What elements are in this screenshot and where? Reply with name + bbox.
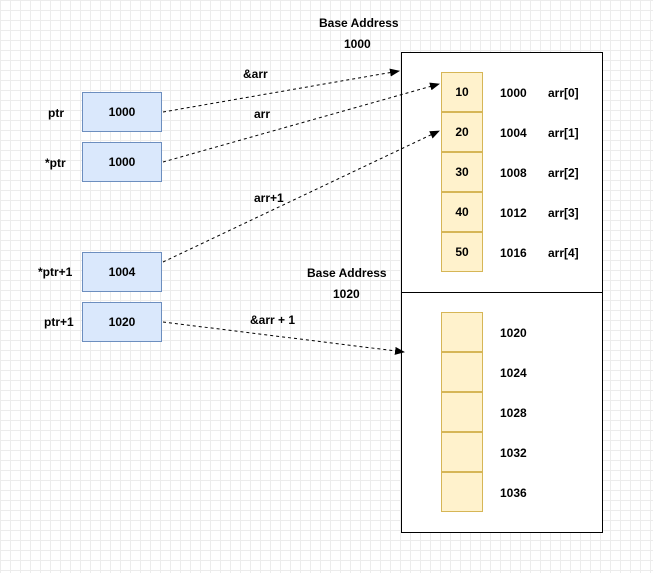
cell-index-name: arr[3]: [548, 206, 579, 220]
cell-address: 1020: [500, 326, 527, 340]
arrow-label-arr: arr: [254, 107, 271, 121]
cell-index-name: arr[2]: [548, 166, 579, 180]
pointer-value: 1000: [108, 155, 136, 169]
cell-address: 1028: [500, 406, 527, 420]
cell-address: 1032: [500, 446, 527, 460]
memory-block-2: [401, 292, 603, 533]
pointer-name-ptr: ptr: [48, 106, 64, 120]
base-address-2-label: Base Address: [307, 266, 387, 280]
cell-address: 1012: [500, 206, 527, 220]
pointer-value: 1020: [108, 315, 136, 329]
cell-value: 20: [455, 125, 469, 139]
cell-address: 1000: [500, 86, 527, 100]
arrow-addr-arr-plus-1: [162, 321, 405, 355]
array-cell: [441, 472, 483, 512]
cell-value: 40: [455, 205, 469, 219]
base-address-1-value: 1000: [344, 37, 371, 51]
pointer-value: 1004: [108, 265, 136, 279]
arrow-addr-arr: [162, 68, 400, 113]
cell-value: 30: [455, 165, 469, 179]
array-cell: 30: [441, 152, 483, 192]
array-cell: 40: [441, 192, 483, 232]
array-cell: [441, 312, 483, 352]
pointer-box-ptr: 1000: [82, 92, 162, 132]
pointer-name-deref-ptr-plus-1: *ptr+1: [38, 265, 73, 279]
pointer-value: 1000: [108, 105, 136, 119]
arrow-arr-plus-1: [162, 130, 440, 263]
base-address-2-value: 1020: [333, 287, 360, 301]
cell-value: 50: [455, 245, 469, 259]
memory-block-1: [401, 52, 603, 293]
arrow-label-arr-plus-1: arr+1: [254, 191, 284, 205]
pointer-name-ptr-plus-1: ptr+1: [44, 315, 74, 329]
array-cell: [441, 432, 483, 472]
cell-value: 10: [455, 85, 469, 99]
arrow-label-addr-arr-plus-1: &arr + 1: [250, 313, 296, 327]
array-cell: [441, 352, 483, 392]
pointer-box-ptr-plus-1: 1020: [82, 302, 162, 342]
array-cell: 10: [441, 72, 483, 112]
pointer-box-deref-ptr: 1000: [82, 142, 162, 182]
pointer-name-deref-ptr: *ptr: [45, 156, 66, 170]
arrow-label-addr-arr: &arr: [243, 67, 268, 81]
cell-index-name: arr[4]: [548, 246, 579, 260]
cell-index-name: arr[0]: [548, 86, 579, 100]
base-address-1-label: Base Address: [319, 16, 399, 30]
array-cell: [441, 392, 483, 432]
cell-address: 1008: [500, 166, 527, 180]
cell-address: 1036: [500, 486, 527, 500]
array-cell: 20: [441, 112, 483, 152]
pointer-box-deref-ptr-plus-1: 1004: [82, 252, 162, 292]
array-cell: 50: [441, 232, 483, 272]
cell-address: 1024: [500, 366, 527, 380]
cell-index-name: arr[1]: [548, 126, 579, 140]
cell-address: 1016: [500, 246, 527, 260]
cell-address: 1004: [500, 126, 527, 140]
